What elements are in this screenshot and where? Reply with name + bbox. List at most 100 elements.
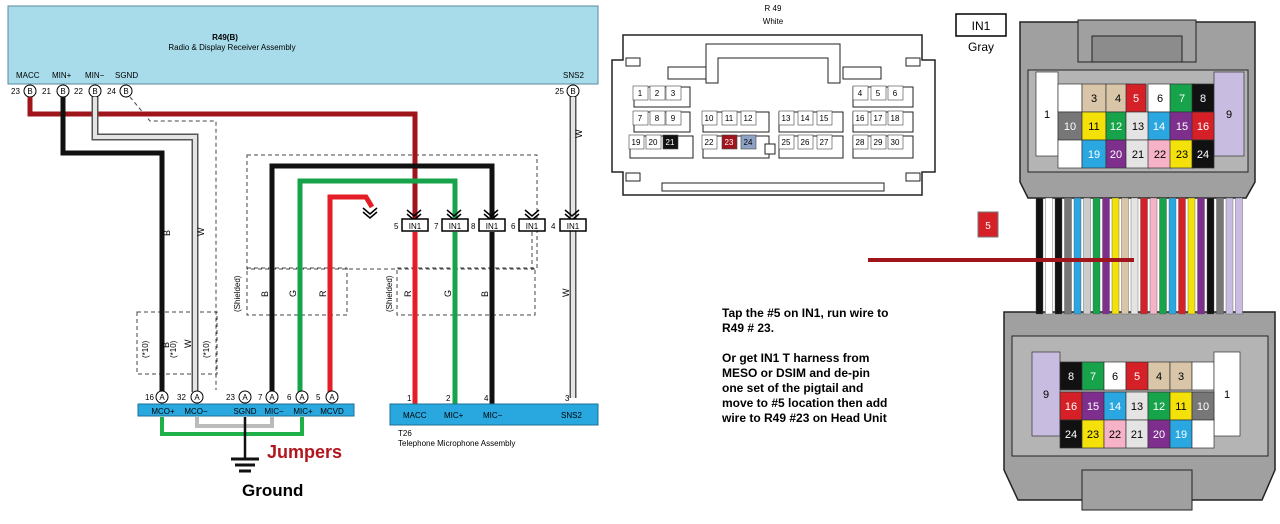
harness-wire — [1130, 197, 1139, 315]
in1-pin-label: 10 — [1064, 121, 1076, 133]
t26-pin-label: MACC — [403, 411, 427, 420]
r49-pin-20 — [645, 134, 662, 150]
r49-pin-19 — [628, 134, 645, 150]
twisted-label: (*10) — [141, 340, 150, 358]
radio-pin-sns2: SNS2 25 B — [555, 71, 584, 98]
radio-pin-conn: B — [123, 87, 128, 96]
twisted-label: (*10) — [202, 340, 211, 358]
t26-pin-label: MIC+ — [444, 411, 464, 420]
radio-ref: R49(B) — [212, 33, 238, 42]
t26-pin-number: 1 — [407, 394, 412, 403]
in1-pin-4: 4 IN1 — [551, 218, 587, 232]
r49-pin-label: 25 — [782, 138, 791, 147]
wire-label: W — [561, 288, 571, 297]
in1-pin-conn: IN1 — [409, 222, 422, 231]
bl-pin-7: 7 A MIC− — [258, 390, 284, 416]
in1-pin-6 — [1147, 83, 1173, 113]
in1-pin-label: 8 — [1200, 93, 1206, 105]
radio-pin-sgnd: SGND 24 B — [107, 71, 138, 98]
in1-pin-label: 23 — [1087, 429, 1099, 441]
radio-pin-number: 23 — [11, 87, 20, 96]
in1-pin-label: 10 — [1197, 401, 1209, 413]
ground-label: Ground — [242, 481, 303, 500]
in1-pin-label: 13 — [1132, 121, 1144, 133]
harness-wire — [1197, 197, 1205, 315]
radio-pin-label: MIN+ — [52, 71, 72, 80]
in1-pin-13 — [1125, 111, 1151, 141]
r49-pin-4 — [852, 85, 869, 101]
telephone-connector: 1 2 4 3 MACC MIC+ MIC− SNS2 T26 Telephon… — [389, 394, 599, 448]
r49-pin-label: 12 — [744, 114, 753, 123]
bl-pin-16: 16 A MCO+ — [145, 390, 175, 416]
wire-min-plus-black — [60, 97, 165, 392]
r49-pin-label: 7 — [638, 114, 643, 123]
r49-pin-26 — [797, 134, 814, 150]
radio-pin-conn: B — [92, 87, 97, 96]
r49-pin-label: 28 — [856, 138, 865, 147]
in1-pin-label: 11 — [1175, 401, 1186, 413]
harness-wire — [1178, 197, 1186, 315]
r49-pin-8 — [649, 110, 666, 126]
in1-pin-label: 3 — [1091, 93, 1097, 105]
bl-pin-conn: A — [194, 393, 200, 402]
t26-name: Telephone Microphone Assembly — [398, 439, 515, 448]
bl-pin-label: MIC+ — [293, 407, 313, 416]
r49-pin-label: 18 — [891, 114, 900, 123]
in1-pin-label: 19 — [1175, 429, 1187, 441]
bl-pin-number: 5 — [316, 393, 321, 402]
bl-pin-23: 23 A SGND — [226, 390, 257, 416]
bl-pin-label: MIC− — [264, 407, 284, 416]
radio-pin-conn: B — [27, 87, 32, 96]
in1-pin-label: 4 — [1115, 93, 1121, 105]
in1-pin-9 — [1213, 71, 1245, 157]
in1-pin-label: 13 — [1131, 401, 1143, 413]
in1-pin-conn: IN1 — [449, 222, 462, 231]
harness-wires — [1035, 197, 1243, 315]
r49-pin-10 — [701, 110, 718, 126]
t26-pin-number: 2 — [446, 394, 451, 403]
bl-pin-label: MCO− — [184, 407, 208, 416]
in1-pin-label: 22 — [1109, 429, 1121, 441]
harness-wire — [1206, 197, 1215, 315]
r49-pin-16 — [852, 110, 869, 126]
r49-pin-label: 11 — [725, 114, 734, 123]
wire-label: B — [161, 342, 171, 348]
in1-pin-number: 8 — [471, 222, 476, 231]
in1-pin-label: 23 — [1176, 149, 1188, 161]
harness-wire — [1064, 197, 1072, 315]
r49-pin-label: 27 — [820, 138, 829, 147]
r49-pin-28 — [852, 134, 869, 150]
bl-pin-label: SGND — [233, 407, 256, 416]
bl-pin-number: 32 — [177, 393, 186, 402]
in1-pin-5: 5 IN1 — [394, 218, 429, 232]
in1-pin-label: 8 — [1068, 371, 1074, 383]
r49-pin-12 — [740, 110, 757, 126]
in1-color: Gray — [968, 40, 994, 54]
in1-pin-6: 6 IN1 — [511, 218, 546, 232]
r49-pin-label: 2 — [655, 89, 660, 98]
in1-pin-8: 8 IN1 — [471, 218, 506, 232]
in1-pin-blank — [1191, 361, 1215, 391]
in1-pin-7 — [1169, 83, 1195, 113]
r49-pin-1 — [632, 85, 649, 101]
harness-wire — [1225, 197, 1234, 315]
r49-pin-label: 20 — [649, 138, 658, 147]
in1-inline-pins: 5 IN1 7 IN1 8 IN1 6 IN1 4 IN1 — [394, 218, 587, 232]
in1-pin-label: 6 — [1112, 371, 1118, 383]
in1-pin-conn: IN1 — [486, 222, 499, 231]
radio-pin-number: 25 — [555, 87, 564, 96]
radio-pin-min-minus: MIN− 22 B — [74, 71, 105, 98]
bl-pin-number: 6 — [287, 393, 292, 402]
bl-pin-number: 23 — [226, 393, 235, 402]
in1-pin-label: 24 — [1197, 149, 1209, 161]
bl-pin-label: MCO+ — [151, 407, 175, 416]
r49-pin-label: 17 — [874, 114, 883, 123]
in1-pin-label: 6 — [1157, 93, 1163, 105]
in1-pin-label: 7 — [1179, 93, 1185, 105]
r49-pin-14 — [797, 110, 814, 126]
radio-pin-label: MACC — [16, 71, 40, 80]
harness-wire — [1121, 197, 1129, 315]
